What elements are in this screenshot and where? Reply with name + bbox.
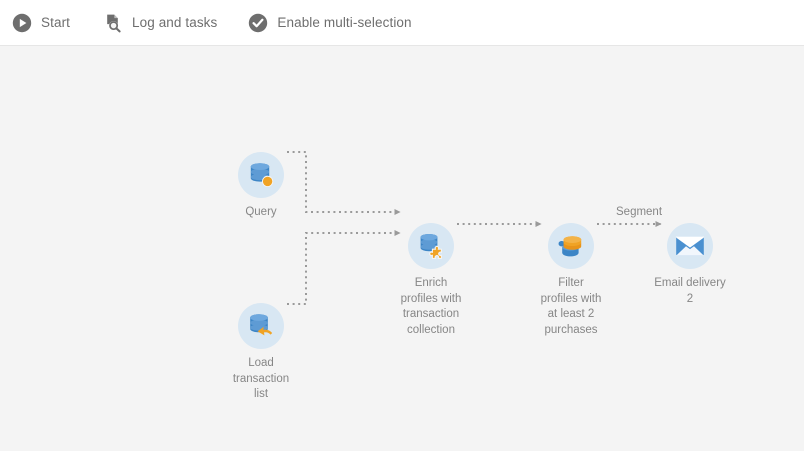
toolbar-button-log-and-tasks[interactable]: Log and tasks [103,0,217,46]
node-enrich-profiles[interactable]: Enrich profiles with transaction collect… [371,223,491,338]
node-query[interactable]: Query [201,152,321,221]
node-enrich-profiles-label: Enrich profiles with transaction collect… [400,277,462,336]
node-email-delivery-2-label: Email delivery 2 [654,277,726,305]
node-load-transaction-list[interactable]: Load transaction list [201,303,321,403]
play-circle-icon [12,13,32,33]
toolbar-label-enable-multi-selection: Enable multi-selection [277,15,412,30]
node-email-delivery-2-disc[interactable] [667,223,713,269]
toolbar-label-start: Start [41,15,71,30]
envelope-icon [676,236,704,256]
node-filter-profiles[interactable]: Filter profiles with at least 2 purchase… [511,223,631,338]
database-load-icon [250,314,273,336]
node-query-disc[interactable] [238,152,284,198]
node-filter-profiles-label: Filter profiles with at least 2 purchase… [540,277,602,336]
node-enrich-profiles-disc[interactable] [408,223,454,269]
edge-label-segment: Segment [616,206,663,218]
database-query-icon [250,163,274,187]
node-email-delivery-2[interactable]: Email delivery 2 [630,223,750,307]
node-load-transaction-list-label: Load transaction list [232,357,290,400]
node-filter-profiles-disc[interactable] [548,223,594,269]
node-query-label: Query [245,206,277,218]
toolbar: Start Log and tasks Enabl [0,0,804,46]
node-load-transaction-list-disc[interactable] [238,303,284,349]
check-circle-icon [248,13,268,33]
workflow-canvas[interactable]: Segment Query [0,46,804,451]
toolbar-label-log-and-tasks: Log and tasks [132,15,218,30]
toolbar-button-start[interactable]: Start [12,0,70,46]
database-filter-icon [558,236,582,257]
toolbar-button-enable-multi-selection[interactable]: Enable multi-selection [248,0,412,46]
database-enrich-icon [420,234,442,259]
document-search-icon [103,13,123,33]
